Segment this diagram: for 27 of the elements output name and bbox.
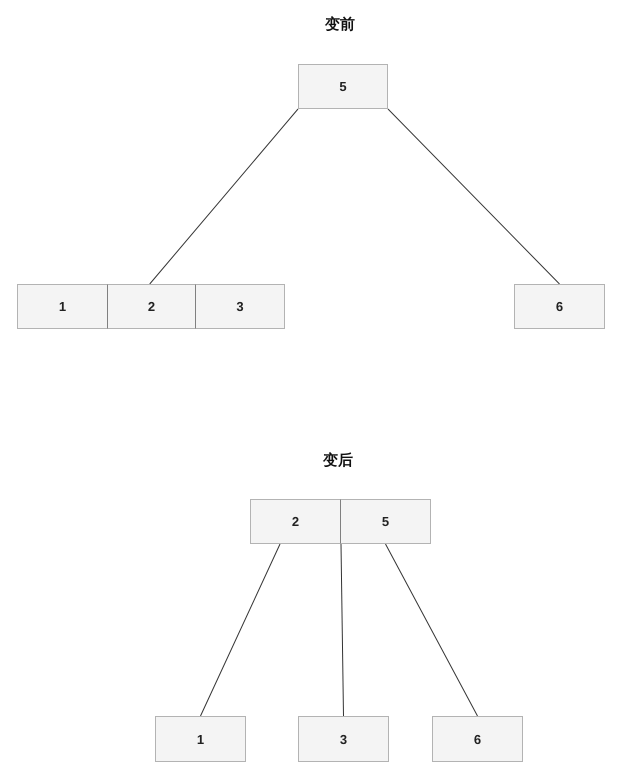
connector-line <box>200 544 281 716</box>
connector-line <box>388 108 560 284</box>
section-heading: 变后 <box>323 451 353 470</box>
connector-line <box>385 544 478 716</box>
key-number: 2 <box>292 514 300 529</box>
key-number: 1 <box>196 732 204 746</box>
key-cell <box>250 499 341 544</box>
key-cell <box>155 716 246 762</box>
key-number: 1 <box>58 299 66 314</box>
key-cell <box>107 284 196 329</box>
key-cell <box>17 284 108 329</box>
key-number: 3 <box>340 732 348 746</box>
connector-line <box>340 544 344 716</box>
key-cell <box>298 64 388 109</box>
key-number: 5 <box>382 514 390 529</box>
key-number: 6 <box>474 732 482 746</box>
key-cell <box>432 716 523 762</box>
key-number: 6 <box>556 299 564 314</box>
key-number: 5 <box>339 79 347 94</box>
key-number: 2 <box>148 299 156 314</box>
key-cell <box>514 284 605 329</box>
key-number: 3 <box>236 299 244 314</box>
key-cell <box>298 716 389 762</box>
connector-line <box>149 108 298 284</box>
section-heading: 变前 <box>325 15 355 34</box>
key-cell <box>195 284 285 329</box>
key-cell <box>340 499 431 544</box>
